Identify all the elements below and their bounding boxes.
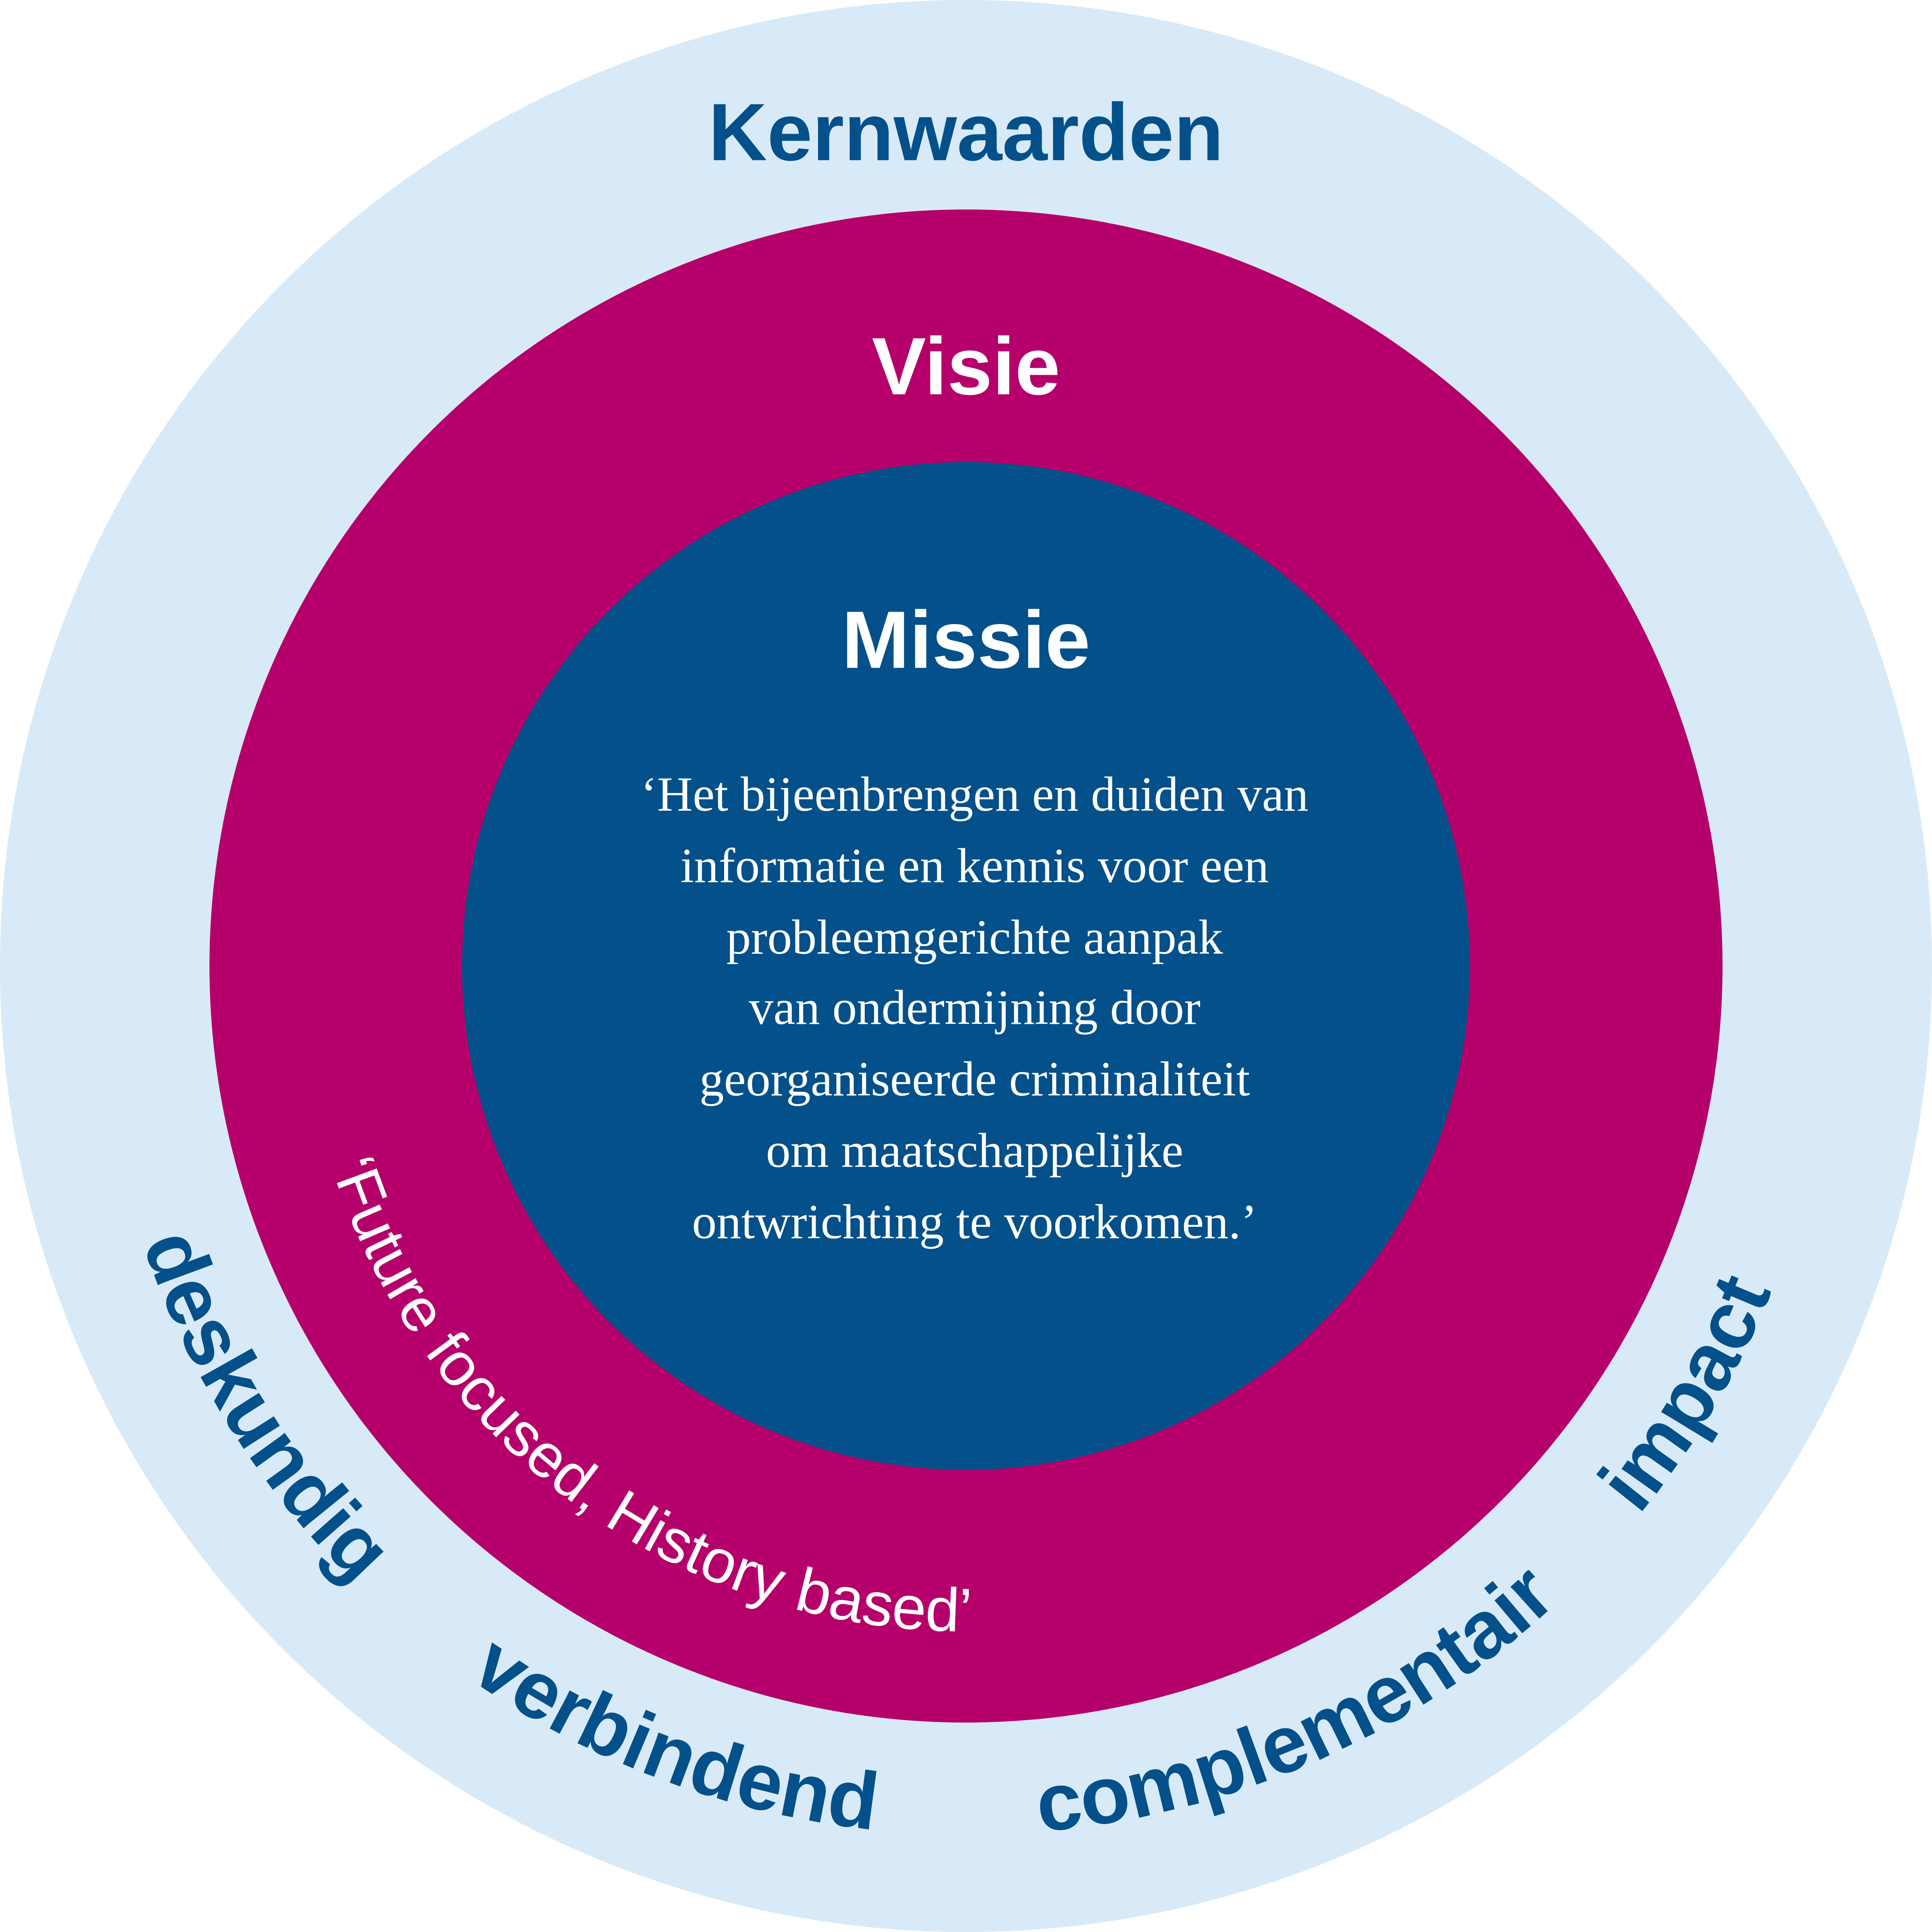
missie-line: ‘Het bijeenbrengen en duiden van [641,767,1308,821]
missie-line: georganiseerde criminaliteit [699,1051,1250,1106]
missie-line: probleemgerichte aanpak [726,910,1223,964]
kernwaarden-title: Kernwaarden [708,87,1223,178]
missie-line: om maatschappelijke [766,1123,1183,1178]
missie-line: ontwrichting te voorkomen.’ [692,1194,1257,1249]
missie-line: van ondermijning door [749,980,1201,1035]
visie-title: Visie [872,320,1060,412]
missie-circle [462,462,1470,1470]
missie-line: informatie en kennis voor een [680,838,1269,893]
missie-title: Missie [842,594,1090,685]
missie-statement: ‘Het bijeenbrengen en duiden van informa… [641,767,1308,1249]
